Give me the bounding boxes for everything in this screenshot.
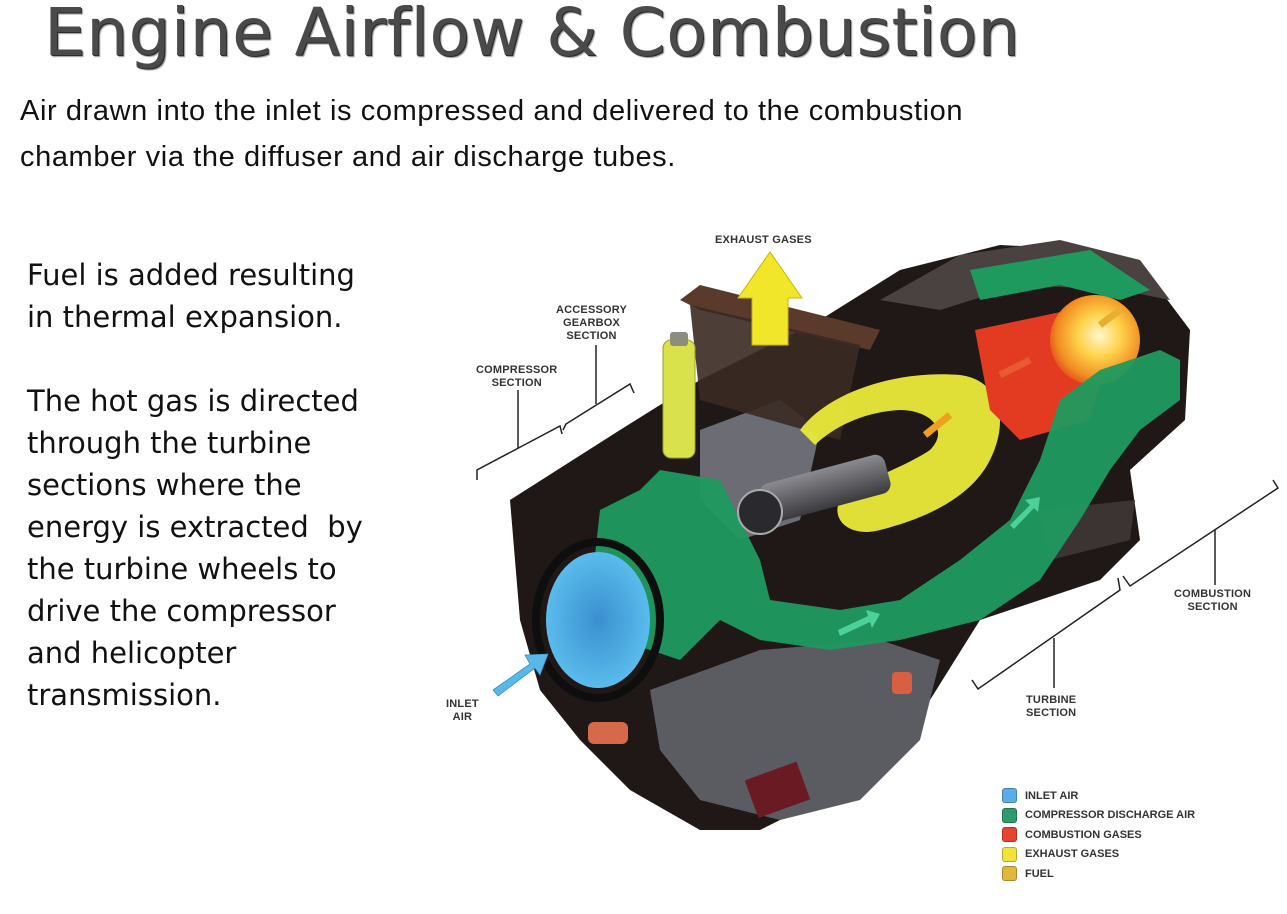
legend-item-exhaust-gases: EXHAUST GASES	[1002, 845, 1195, 865]
swatch-icon	[1002, 788, 1017, 804]
label-line: COMPRESSOR	[476, 364, 558, 376]
legend-label: INLET AIR	[1025, 789, 1079, 802]
section-brackets	[476, 345, 1280, 691]
slide-title: Engine Airflow & Combustion	[44, 0, 1020, 71]
exhaust-arrow	[737, 251, 803, 346]
label-line: SECTION	[1026, 707, 1077, 719]
text-line: the turbine wheels to	[27, 552, 337, 586]
swatch-icon	[1002, 827, 1017, 843]
legend-label: FUEL	[1025, 867, 1054, 880]
label-compressor-section: COMPRESSOR SECTION	[476, 364, 557, 390]
engine-cutaway-illustration	[476, 240, 1280, 830]
flame	[1050, 295, 1140, 385]
legend-label: COMPRESSOR DISCHARGE AIR	[1025, 809, 1196, 822]
legend-label: EXHAUST GASES	[1025, 848, 1120, 861]
legend-item-compressor-discharge-air: COMPRESSOR DISCHARGE AIR	[1002, 806, 1195, 826]
label-turbine-section: TURBINE SECTION	[1026, 694, 1076, 720]
paragraph-hot-gas: The hot gas is directed through the turb…	[27, 380, 427, 716]
swatch-icon	[1002, 866, 1017, 882]
paragraph-fuel: Fuel is added resulting in thermal expan…	[27, 254, 427, 338]
label-line: GEARBOX	[563, 317, 621, 329]
legend-item-fuel: FUEL	[1002, 864, 1195, 884]
label-accessory-gearbox-section: ACCESSORY GEARBOX SECTION	[556, 304, 627, 343]
label-line: ACCESSORY	[556, 304, 628, 316]
text-line: drive the compressor	[27, 594, 336, 628]
label-line: INLET	[446, 698, 479, 710]
color-legend: INLET AIR COMPRESSOR DISCHARGE AIR COMBU…	[1002, 786, 1195, 884]
label-combustion-section: COMBUSTION SECTION	[1174, 588, 1251, 614]
label-line: SECTION	[1187, 601, 1238, 613]
inlet-air-region	[546, 552, 650, 688]
text-line: through the turbine	[27, 426, 312, 460]
fuel-filter	[662, 339, 696, 459]
text-line: Fuel is added resulting	[27, 258, 355, 292]
label-inlet-air: INLET AIR	[446, 698, 479, 724]
label-exhaust-gases: EXHAUST GASES	[715, 234, 812, 246]
compressor-discharge-air	[590, 350, 1180, 660]
side-text: Fuel is added resulting in thermal expan…	[27, 254, 427, 716]
legend-label: COMBUSTION GASES	[1025, 828, 1142, 841]
text-line: and helicopter	[27, 636, 237, 670]
label-line: SECTION	[491, 377, 542, 389]
label-line: AIR	[452, 711, 473, 723]
intro-text: Air drawn into the inlet is compressed a…	[20, 88, 963, 180]
label-line: SECTION	[566, 330, 617, 342]
intro-line: chamber via the diffuser and air dischar…	[20, 141, 676, 173]
legend-item-combustion-gases: COMBUSTION GASES	[1002, 825, 1195, 845]
text-line: sections where the	[27, 468, 302, 502]
inlet-air-arrow	[492, 653, 549, 697]
label-line: COMBUSTION	[1174, 588, 1252, 600]
label-line: TURBINE	[1026, 694, 1077, 706]
intro-line: Air drawn into the inlet is compressed a…	[20, 95, 964, 127]
text-line: in thermal expansion.	[27, 300, 343, 334]
data-plate	[744, 761, 811, 819]
legend-item-inlet-air: INLET AIR	[1002, 786, 1195, 806]
text-line: energy is extracted by	[27, 510, 363, 544]
text-line: The hot gas is directed	[27, 384, 359, 418]
text-line: transmission.	[27, 678, 222, 712]
swatch-icon	[1002, 807, 1017, 823]
swatch-icon	[1002, 846, 1017, 862]
